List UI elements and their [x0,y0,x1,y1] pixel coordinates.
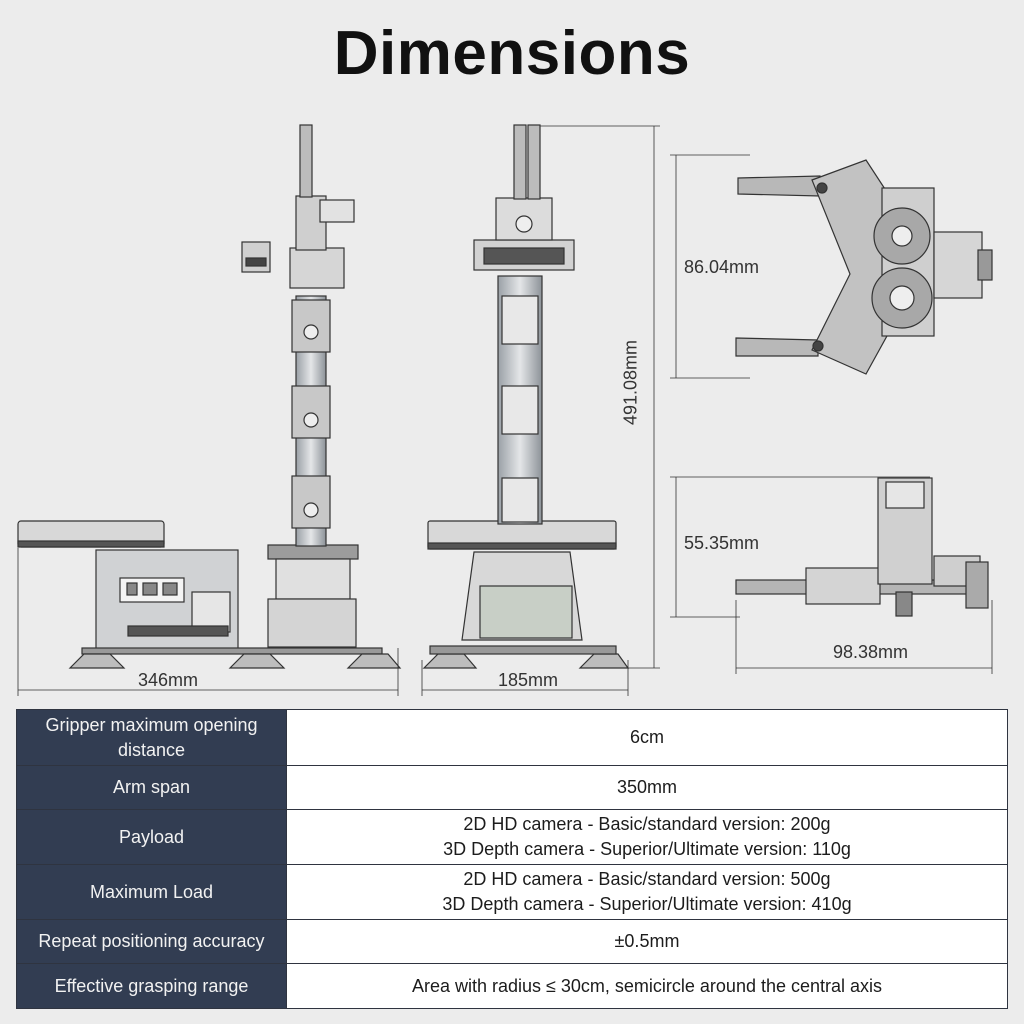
spec-value-line: Area with radius ≤ 30cm, semicircle arou… [411,975,883,996]
side-width-label: 185mm [498,670,559,690]
gripper-height-label: 86.04mm [684,257,760,277]
gripper-length-label: 98.38mm [833,642,909,662]
spec-label: Gripper maximum opening distance [16,709,287,766]
spec-value: 6cm [286,709,1008,766]
gripper-side-height-label: 55.35mm [684,533,760,553]
technical-drawing [17,124,993,696]
gripper-side-view-drawing [735,477,989,617]
spec-value: 2D HD camera - Basic/standard version: 2… [286,809,1008,865]
table-row: Arm span 350mm [16,765,1008,810]
spec-label: Payload [16,809,287,865]
spec-label: Arm span [16,765,287,810]
total-height-label: 491.08mm [620,339,641,426]
spec-value-line: ±0.5mm [614,931,680,951]
spec-value: 2D HD camera - Basic/standard version: 5… [286,864,1008,920]
spec-value: 350mm [286,765,1008,810]
table-row: Payload 2D HD camera - Basic/standard ve… [16,809,1008,865]
spec-value-line: 2D HD camera - Basic/standard version: 5… [463,869,831,889]
table-row: Maximum Load 2D HD camera - Basic/standa… [16,864,1008,920]
spec-label: Maximum Load [16,864,287,920]
gripper-top-view-drawing [735,159,993,375]
table-row: Effective grasping range Area with radiu… [16,963,1008,1009]
page-title: Dimensions [333,19,691,88]
spec-value: Area with radius ≤ 30cm, semicircle arou… [286,963,1008,1009]
spec-value-line: 2D HD camera - Basic/standard version: 2… [463,814,831,834]
spec-value-line: 3D Depth camera - Superior/Ultimate vers… [442,894,852,914]
front-view-drawing [17,124,402,669]
spec-label: Repeat positioning accuracy [16,919,287,964]
spec-value-line: 6cm [629,727,664,747]
table-row: Gripper maximum opening distance 6cm [16,709,1008,766]
spec-value-line: 3D Depth camera - Superior/Ultimate vers… [443,839,851,859]
spec-value: ±0.5mm [286,919,1008,964]
dimension-lines [17,125,993,696]
table-row: Repeat positioning accuracy ±0.5mm [16,919,1008,964]
spec-table: Gripper maximum opening distance 6cm Arm… [16,709,1008,1009]
side-view-drawing [422,124,630,669]
spec-value-line: 350mm [616,777,678,797]
spec-label: Effective grasping range [16,963,287,1009]
base-width-label: 346mm [138,670,199,690]
